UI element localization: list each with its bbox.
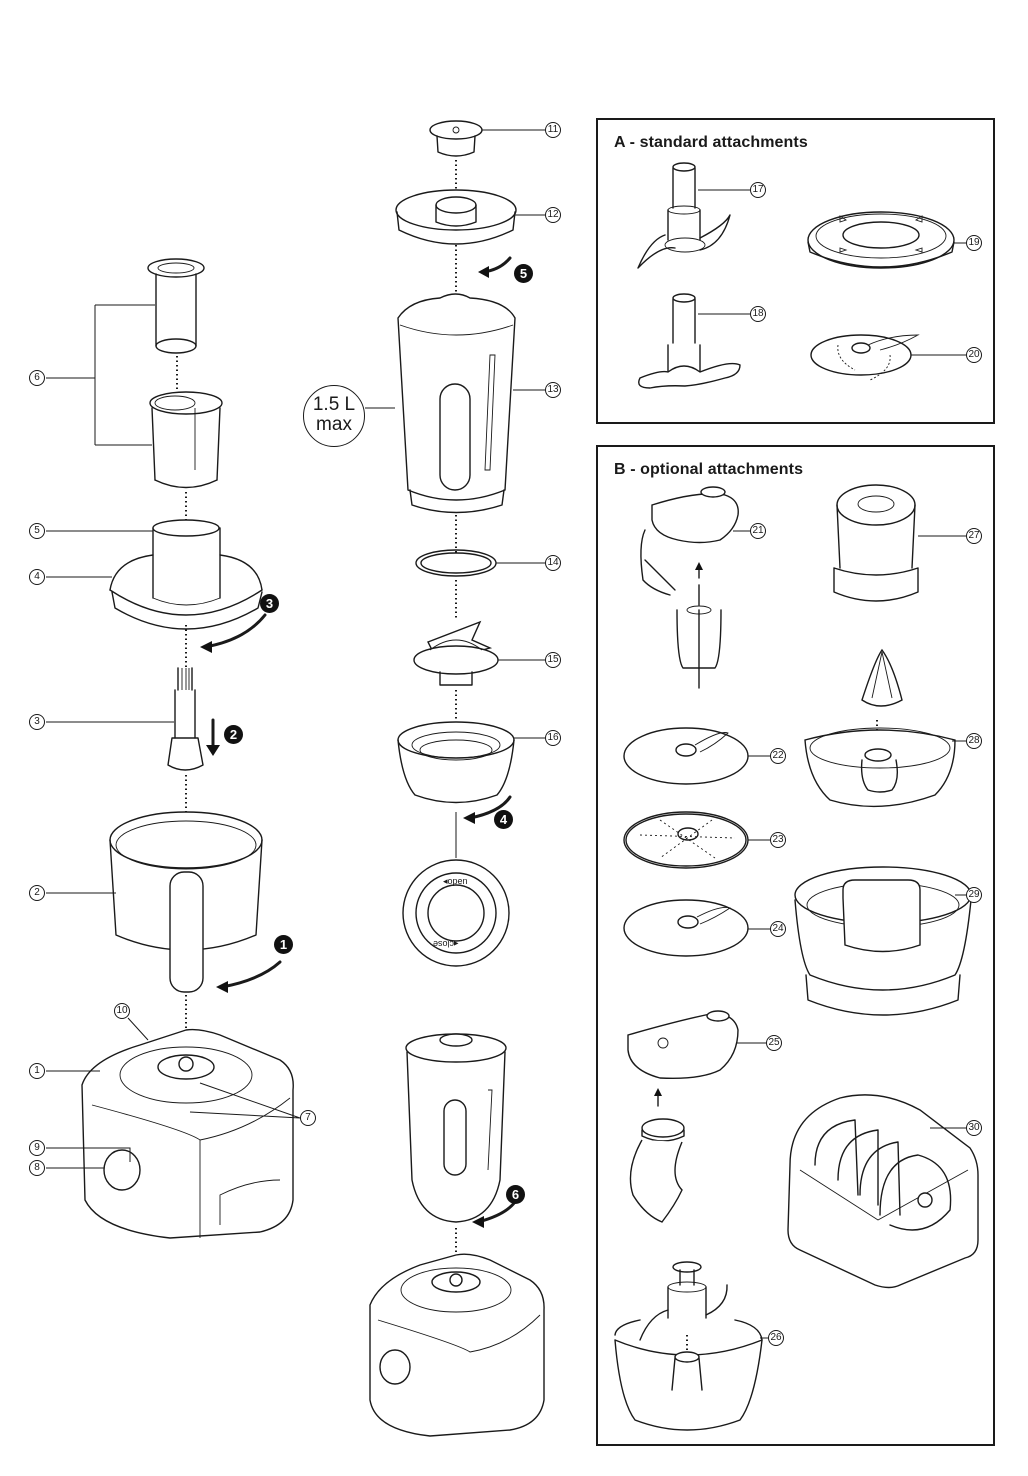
coupling-ring	[402, 859, 510, 967]
step-4: 4	[494, 810, 513, 829]
lid-with-feed-tube	[109, 519, 263, 630]
grating-disc	[623, 811, 749, 869]
callout-23: 23	[770, 832, 786, 848]
callout-14: 14	[545, 555, 561, 571]
callout-30: 30	[966, 1120, 982, 1136]
step-3: 3	[260, 594, 279, 613]
callout-16: 16	[545, 730, 561, 746]
whisk-attachment	[640, 486, 739, 689]
mini-chopper-mill	[833, 484, 919, 602]
disc-spindle-lid	[807, 211, 955, 269]
callout-24: 24	[770, 921, 786, 937]
knife-blade	[637, 162, 731, 269]
leader-10	[127, 1017, 149, 1041]
step-5: 5	[514, 264, 533, 283]
callout-7: 7	[300, 1110, 316, 1126]
callout-11: 11	[545, 122, 561, 138]
leader-9	[46, 1147, 131, 1162]
capacity-badge: 1.5 L max	[303, 385, 365, 447]
dough-tool	[638, 293, 741, 389]
callout-5: 5	[29, 523, 45, 539]
assembled-blender	[405, 1033, 507, 1223]
callout-27: 27	[966, 528, 982, 544]
panel-standard-attachments: A - standard attachments	[596, 118, 995, 424]
callout-8: 8	[29, 1160, 45, 1176]
step-6: 6	[506, 1185, 525, 1204]
step-1: 1	[274, 935, 293, 954]
callout-29: 29	[966, 887, 982, 903]
callout-12: 12	[545, 207, 561, 223]
slicing-disc-thin	[623, 899, 749, 957]
panel-optional-attachments: B - optional attachments	[596, 445, 995, 1446]
callout-9: 9	[29, 1140, 45, 1156]
juice-extractor	[794, 866, 972, 1016]
panel-standard-title: A - standard attachments	[614, 134, 808, 151]
callout-10: 10	[114, 1003, 130, 1019]
power-unit	[81, 1028, 294, 1239]
citrus-press-lid	[627, 1010, 739, 1080]
callout-6: 6	[29, 370, 45, 386]
blender-lid	[395, 189, 517, 245]
callout-26: 26	[768, 1330, 784, 1346]
callout-4: 4	[29, 569, 45, 585]
mini-bowl-with-blade	[614, 1261, 763, 1431]
coupling-open-label: ◂open	[443, 876, 468, 886]
leader-7	[189, 1082, 301, 1119]
callout-21: 21	[750, 523, 766, 539]
pusher-small	[147, 258, 205, 354]
coupling-close-label: ◂close	[433, 939, 459, 949]
callout-1: 1	[29, 1063, 45, 1079]
callout-28: 28	[966, 733, 982, 749]
citrus-juicer	[804, 648, 956, 808]
callout-25: 25	[766, 1035, 782, 1051]
callout-13: 13	[545, 382, 561, 398]
capacity-max-label: max	[316, 414, 352, 435]
callout-19: 19	[966, 235, 982, 251]
capacity-value: 1.5 L	[312, 394, 356, 415]
drive-shaft	[167, 667, 204, 771]
callout-3: 3	[29, 714, 45, 730]
blender-goblet	[397, 293, 516, 514]
blade-base	[397, 721, 515, 804]
filler-cap	[429, 120, 483, 157]
callout-15: 15	[545, 652, 561, 668]
processor-bowl	[109, 811, 263, 993]
blade-unit	[413, 620, 499, 686]
panel-optional-title: B - optional attachments	[614, 461, 804, 478]
callout-18: 18	[750, 306, 766, 322]
disc-storage-box	[787, 1094, 979, 1289]
callout-20: 20	[966, 347, 982, 363]
callout-2: 2	[29, 885, 45, 901]
step-2: 2	[224, 725, 243, 744]
pusher-large	[149, 391, 223, 489]
power-unit-blender	[369, 1253, 545, 1437]
leader-6	[46, 304, 155, 446]
callout-17: 17	[750, 182, 766, 198]
callout-22: 22	[770, 748, 786, 764]
cone-beater	[629, 1088, 685, 1223]
sealing-ring	[415, 549, 497, 577]
